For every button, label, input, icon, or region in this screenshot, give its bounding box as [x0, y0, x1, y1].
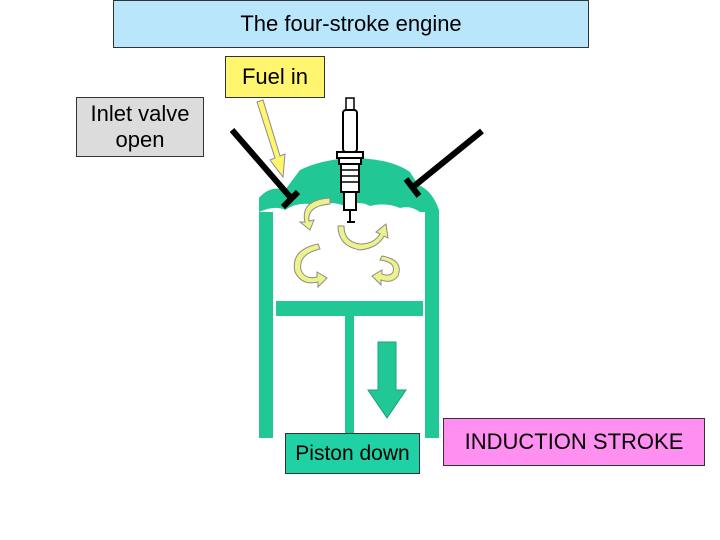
inlet-valve-stem	[229, 128, 294, 200]
fuel-in-label: Fuel in	[225, 56, 325, 98]
swirl-arrow-4	[371, 255, 400, 287]
piston-down-label: Piston down	[285, 433, 420, 474]
piston-head	[276, 301, 423, 316]
swirl-arrows	[293, 197, 400, 289]
exhaust-valve-head	[403, 177, 422, 198]
fuel-in-arrow	[256, 99, 286, 179]
swirl-arrow-2	[337, 223, 389, 251]
cylinder-wall-right	[425, 212, 439, 438]
exhaust-valve-stem	[411, 128, 484, 190]
inlet-valve-open-label: Inlet valve open	[76, 97, 204, 157]
connecting-rod	[345, 316, 354, 434]
inlet-valve-head	[280, 189, 301, 210]
swirl-arrow-3	[293, 243, 328, 289]
swirl-arrow-1	[298, 197, 331, 231]
piston-down-arrow	[367, 341, 407, 419]
stroke-name-label: INDUCTION STROKE	[443, 418, 705, 466]
spark-plug-icon	[336, 97, 364, 223]
cylinder-wall-left	[259, 212, 273, 438]
title-box: The four-stroke engine	[113, 0, 589, 48]
